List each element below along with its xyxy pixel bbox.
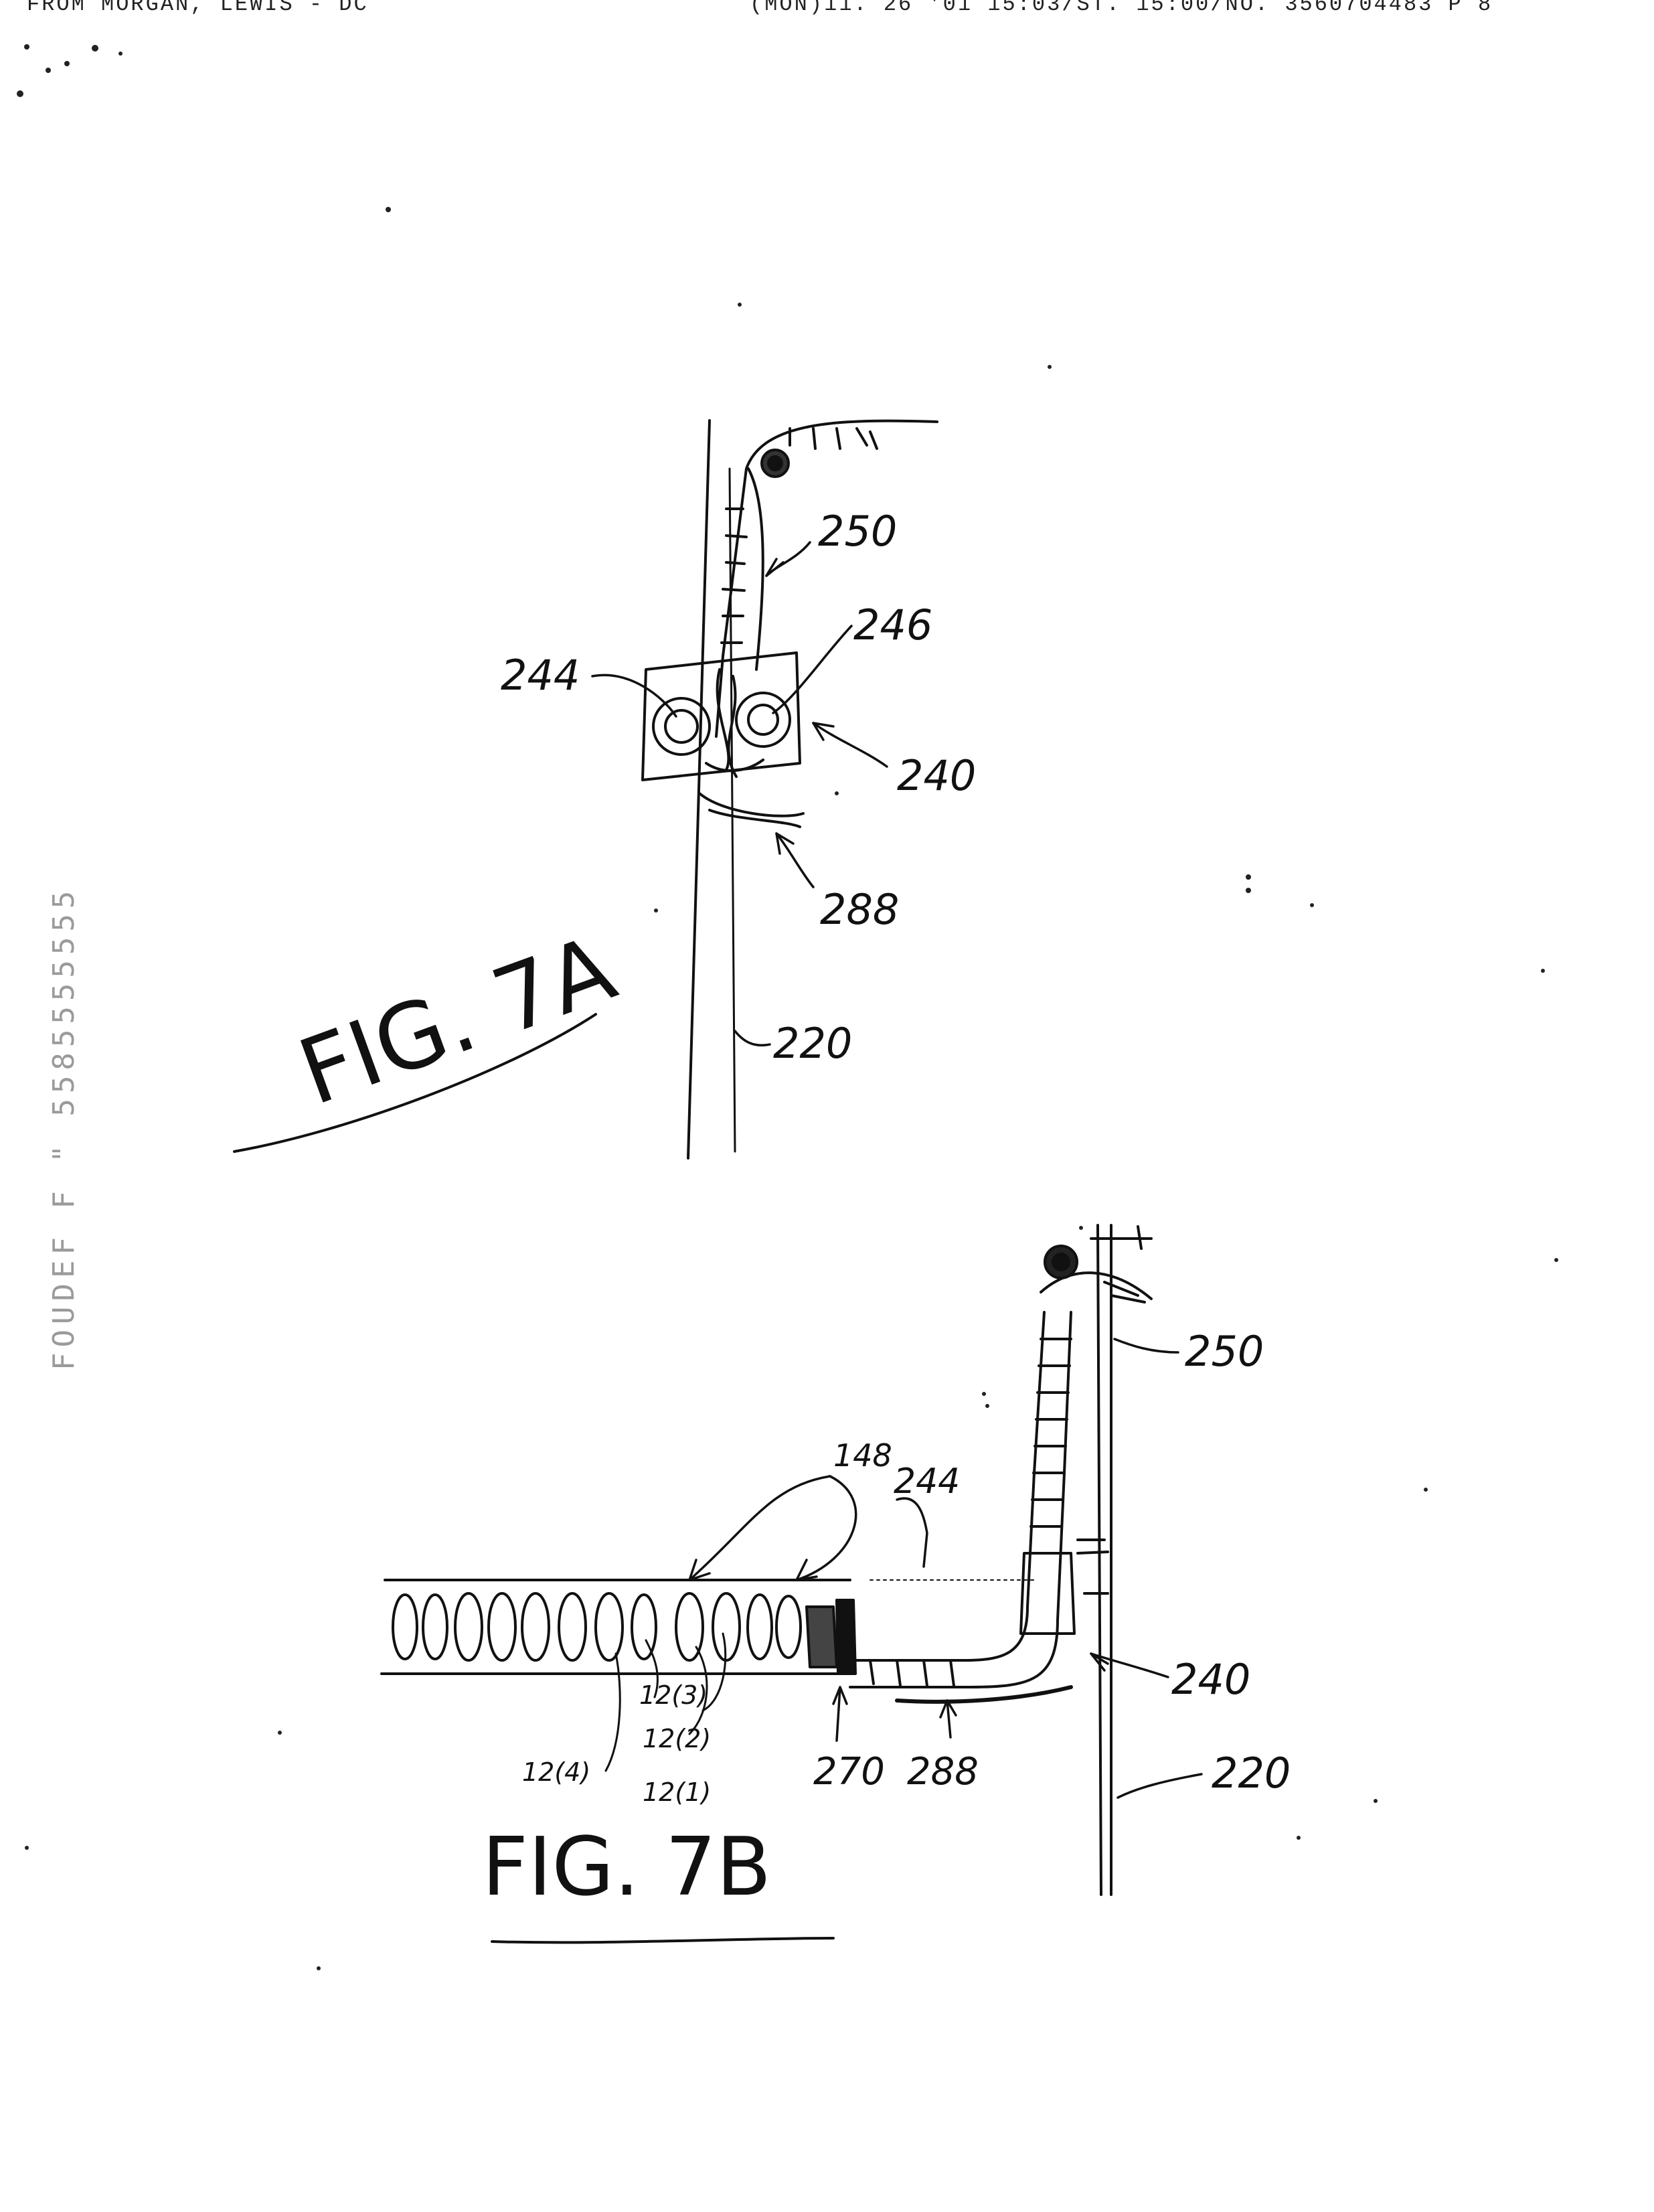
- label-288: 288: [820, 885, 899, 934]
- label-240: 240: [897, 751, 976, 800]
- caption-underline-7b: [492, 1938, 833, 1942]
- feed-tube-250: [1027, 1246, 1151, 1620]
- blister-pockets: [393, 1593, 801, 1660]
- fax-specks: [17, 44, 1558, 1970]
- label-244: 244: [894, 1462, 960, 1502]
- clip-288: [897, 1687, 1071, 1702]
- fig-7b: 250 244 148 240 220 270 288 12(1) 12(2) …: [382, 1225, 1291, 1942]
- fig-7a: 250 246 244 240 288 220 FIG. 7A: [234, 420, 976, 1158]
- bend-segment: [847, 1607, 1058, 1687]
- feed-tube-250: [716, 421, 937, 736]
- label-240: 240: [1171, 1655, 1250, 1704]
- figure-caption-7a: FIG. 7A: [286, 915, 628, 1125]
- fig-7b-leaders: [833, 1339, 1202, 1798]
- label-12-2: 12(2): [643, 1724, 711, 1753]
- label-244: 244: [501, 651, 580, 700]
- clip-288: [699, 793, 803, 827]
- label-246: 246: [853, 601, 932, 649]
- fig-7a-leaders: [592, 542, 887, 1045]
- leaders-148: [689, 1476, 856, 1580]
- label-270: 270: [813, 1750, 885, 1794]
- label-288: 288: [907, 1750, 979, 1794]
- label-220: 220: [1212, 1749, 1291, 1798]
- label-148: 148: [833, 1437, 892, 1474]
- label-12-3: 12(3): [639, 1680, 708, 1710]
- label-220: 220: [773, 1019, 852, 1068]
- label-12-4: 12(4): [522, 1757, 590, 1787]
- figure-caption-7b: FIG. 7B: [482, 1821, 771, 1914]
- label-250: 250: [1185, 1327, 1264, 1376]
- label-12-1: 12(1): [643, 1778, 711, 1807]
- post-220: [1091, 1225, 1151, 1895]
- post-220: [688, 420, 735, 1158]
- label-250: 250: [818, 507, 897, 556]
- dispenser-240: [1021, 1540, 1108, 1634]
